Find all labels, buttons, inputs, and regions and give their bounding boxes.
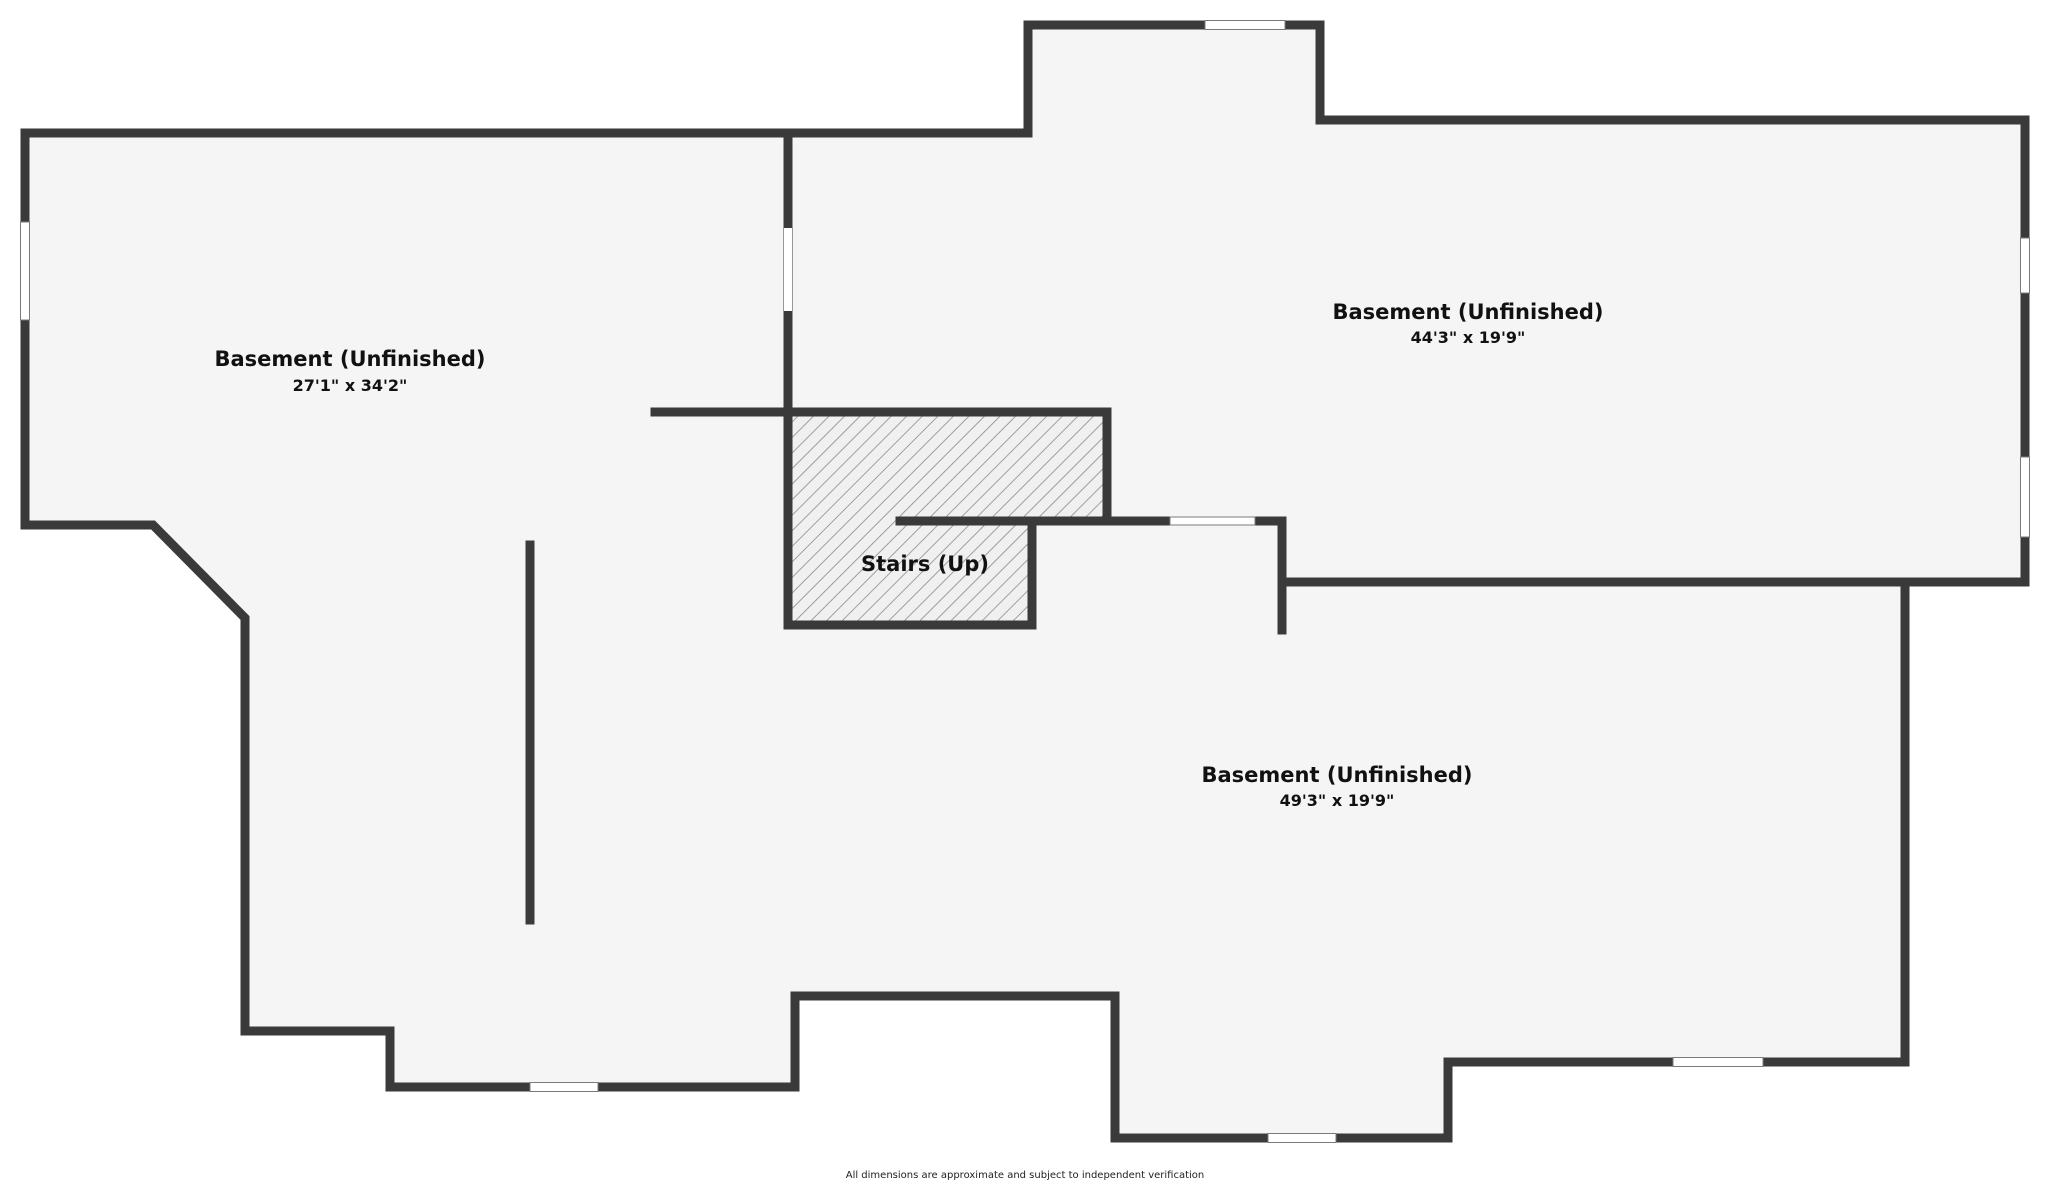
room-dimensions: 49'3" x 19'9" — [1280, 791, 1395, 810]
window-bottom-right — [1672, 1057, 1764, 1067]
windows — [20, 20, 2030, 1143]
interior-walls — [525, 128, 2030, 925]
window-bottom-left — [529, 1082, 599, 1092]
room-name: Stairs (Up) — [861, 552, 989, 576]
disclaimer-text: All dimensions are approximate and subje… — [846, 1170, 1205, 1181]
room-dimensions: 27'1" x 34'2" — [293, 376, 408, 395]
window-left — [20, 221, 30, 321]
window-right-lower — [2020, 456, 2030, 538]
window-top — [1204, 20, 1286, 30]
window-bottom-center — [1267, 1133, 1337, 1143]
room-label-left: Basement (Unfinished) 27'1" x 34'2" — [215, 347, 486, 395]
room-name: Basement (Unfinished) — [1333, 300, 1604, 324]
room-label-stairs: Stairs (Up) — [861, 552, 989, 576]
opening-landing — [1169, 516, 1256, 526]
room-label-upper-right: Basement (Unfinished) 44'3" x 19'9" — [1333, 300, 1604, 347]
opening-divider — [784, 228, 792, 311]
room-name: Basement (Unfinished) — [215, 347, 486, 371]
room-dimensions: 44'3" x 19'9" — [1411, 328, 1526, 347]
room-name: Basement (Unfinished) — [1202, 763, 1473, 787]
room-label-lower: Basement (Unfinished) 49'3" x 19'9" — [1202, 763, 1473, 810]
window-right-upper — [2020, 237, 2030, 294]
